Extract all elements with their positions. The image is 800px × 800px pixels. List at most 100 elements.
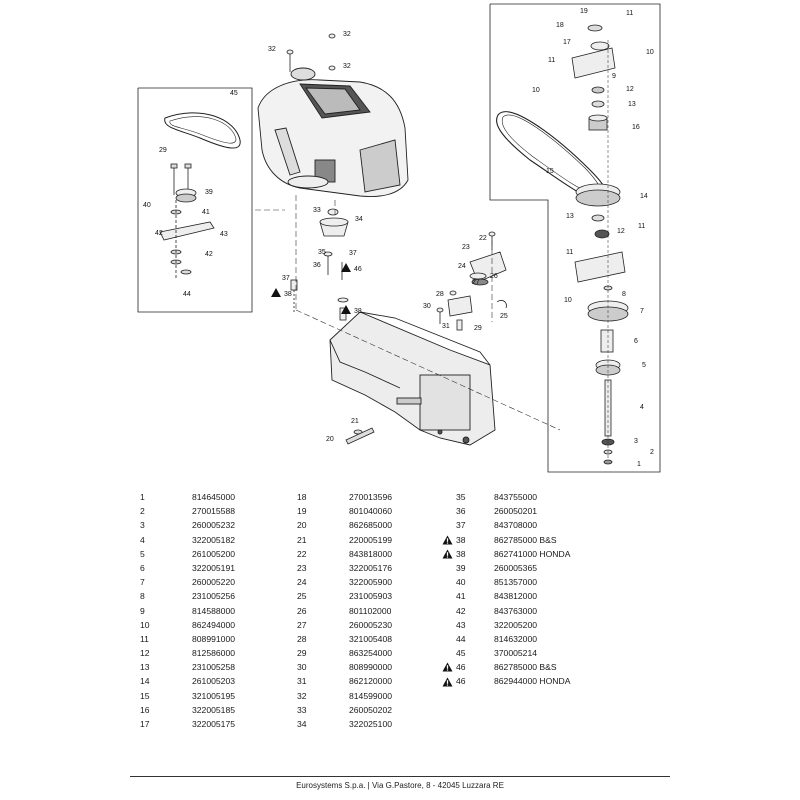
warning-triangle-icon bbox=[341, 305, 351, 314]
part-code: 260005220 bbox=[192, 577, 236, 588]
part-ref-number: 5 bbox=[140, 548, 145, 559]
part-ref-number: 11 bbox=[140, 633, 149, 644]
part-ref-number: 22 bbox=[297, 548, 307, 559]
part-code: 814588000 bbox=[192, 605, 236, 616]
part-ref-number: 25 bbox=[297, 591, 307, 602]
callout-number: 42 bbox=[205, 251, 213, 258]
part-code: 851357000 bbox=[494, 577, 538, 588]
part-code: 260050201 bbox=[494, 506, 538, 517]
callout-number: 29 bbox=[474, 325, 482, 332]
parts-list-row: 7 260005220 bbox=[140, 575, 235, 589]
part-code: 370005214 bbox=[494, 648, 538, 659]
footer-divider bbox=[130, 776, 670, 777]
callout-number: 37 bbox=[349, 250, 357, 257]
part-code: 260005232 bbox=[192, 520, 236, 531]
part-ref-number: 21 bbox=[297, 534, 307, 545]
part-ref-number: 15 bbox=[140, 690, 150, 701]
part-ref-number: 43 bbox=[456, 619, 466, 630]
part-ref-number: 17 bbox=[140, 719, 150, 729]
chassis-frame bbox=[329, 311, 496, 446]
part-code: 220005199 bbox=[349, 534, 393, 545]
part-ref-number: 4 bbox=[140, 534, 145, 545]
callout-number: 38 bbox=[284, 291, 292, 298]
part-ref-number: 2 bbox=[140, 506, 145, 517]
part-code: 843755000 bbox=[494, 492, 538, 502]
part-ref-number: 10 bbox=[140, 619, 150, 630]
callout-number: 35 bbox=[318, 249, 326, 256]
callout-number: 38 bbox=[354, 308, 362, 315]
warning-triangle-icon bbox=[442, 549, 453, 559]
callout-number: 40 bbox=[143, 202, 151, 209]
callout-number: 6 bbox=[634, 338, 638, 345]
part-code: 322005176 bbox=[349, 562, 393, 573]
callout-labels: 1234567891010101111111112121313141516171… bbox=[143, 8, 654, 468]
callout-number: 42 bbox=[155, 230, 163, 237]
part-code: 322005185 bbox=[192, 704, 236, 715]
callout-number: 8 bbox=[622, 291, 626, 298]
callout-number: 18 bbox=[556, 22, 564, 29]
part-code: 814645000 bbox=[192, 492, 236, 502]
callout-number: 17 bbox=[563, 39, 571, 46]
part-ref-number: 46 bbox=[456, 676, 466, 687]
warning-triangle-icon bbox=[271, 288, 281, 297]
bolt-20-21 bbox=[345, 427, 375, 445]
callout-number: 32 bbox=[268, 46, 276, 53]
part-ref-number: 13 bbox=[140, 662, 150, 673]
part-ref-number: 33 bbox=[297, 704, 307, 715]
part-ref-number: 45 bbox=[456, 648, 466, 659]
callout-number: 13 bbox=[566, 213, 574, 220]
part-code: 843812000 bbox=[494, 591, 538, 602]
part-ref-number: 14 bbox=[140, 676, 150, 687]
part-code: 801102000 bbox=[349, 605, 392, 616]
warning-triangle-icon bbox=[442, 662, 453, 672]
callout-number: 32 bbox=[343, 31, 351, 38]
callout-number: 10 bbox=[532, 87, 540, 94]
part-ref-number: 38 bbox=[456, 534, 466, 545]
callout-number: 4 bbox=[640, 404, 644, 411]
part-ref-number: 44 bbox=[456, 633, 466, 644]
part-code: 321005408 bbox=[349, 633, 393, 644]
exploded-parts-diagram: 1234567891010101111111112121313141516171… bbox=[137, 3, 661, 473]
callout-number: 1 bbox=[637, 461, 641, 468]
callout-number: 27 bbox=[472, 279, 480, 286]
part-ref-number: 46 bbox=[456, 662, 466, 673]
callout-number: 25 bbox=[500, 313, 508, 320]
callout-number: 16 bbox=[632, 124, 640, 131]
part-ref-number: 12 bbox=[140, 648, 150, 659]
part-code: 843763000 bbox=[494, 605, 538, 616]
part-code: 322005175 bbox=[192, 719, 236, 729]
warning-triangle-icon bbox=[341, 263, 351, 272]
part-ref-number: 8 bbox=[140, 591, 145, 602]
part-code: 843708000 bbox=[494, 520, 538, 531]
part-code: 260050202 bbox=[349, 704, 393, 715]
callout-number: 11 bbox=[626, 10, 633, 17]
callout-number: 21 bbox=[351, 418, 359, 425]
part-ref-number: 7 bbox=[140, 577, 145, 588]
callout-number: 12 bbox=[617, 228, 625, 235]
part-code: 862944000 HONDA bbox=[494, 676, 571, 687]
callout-number: 23 bbox=[462, 244, 470, 251]
part-code: 261005203 bbox=[192, 676, 236, 687]
warning-marker bbox=[442, 549, 456, 559]
part-ref-number: 39 bbox=[456, 562, 466, 573]
